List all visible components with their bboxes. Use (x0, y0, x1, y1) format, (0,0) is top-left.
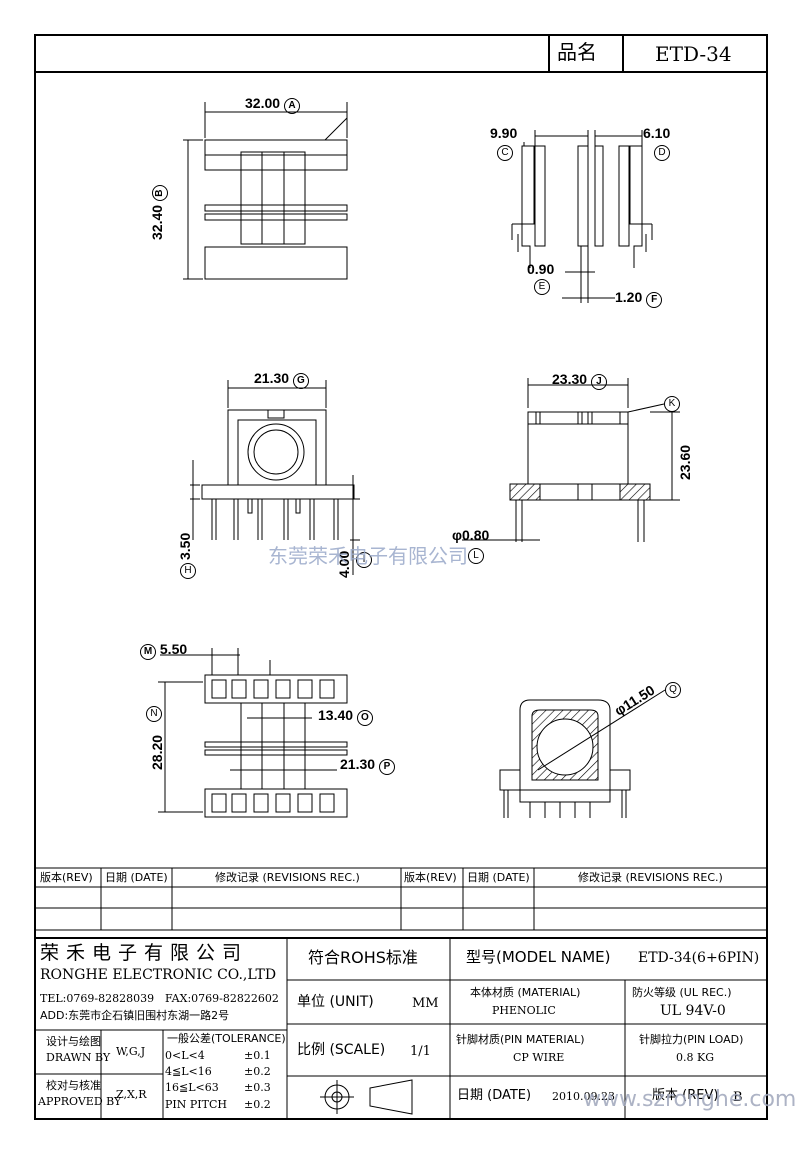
unit-value: MM (412, 996, 439, 1011)
product-name-value: ETD-34 (655, 42, 732, 66)
tolerance-range-4: PIN PITCH (165, 1098, 227, 1111)
material-label: 本体材质 (MATERIAL) (470, 986, 581, 999)
company-name-cn: 荣禾电子有限公司 (40, 942, 249, 964)
tolerance-value-4: ±0.2 (244, 1098, 271, 1111)
tolerance-range-3: 16≦L<63 (165, 1081, 219, 1094)
drawn-by-value: W,G,J (116, 1045, 146, 1058)
dim-p: 21.30 P (340, 757, 395, 775)
tolerance-value-3: ±0.3 (244, 1081, 271, 1094)
tolerance-range-2: 4≦L<16 (165, 1065, 212, 1078)
product-name-label: 品名 (557, 40, 597, 64)
rev-header-rev-2: 版本(REV) (404, 871, 457, 884)
dim-f-marker: F (646, 292, 663, 308)
dim-h: 3.50 (177, 532, 193, 560)
fire-rating-label: 防火等级 (UL REC.) (632, 986, 732, 999)
rohs-compliance: 符合ROHS标准 (308, 948, 418, 967)
approved-by-value: Z,X,R (116, 1088, 147, 1101)
rev-header-rev-1: 版本(REV) (40, 871, 93, 884)
pin-load-label: 针脚拉力(PIN LOAD) (639, 1033, 744, 1046)
unit-label: 单位 (UNIT) (297, 994, 374, 1010)
date-label: 日期 (DATE) (457, 1088, 532, 1103)
dim-e-marker: E (534, 279, 550, 295)
dim-n-marker: N (146, 706, 162, 722)
approved-by-label-en: APPROVED BY (38, 1095, 122, 1108)
dim-b: 32.40 B (149, 185, 168, 240)
dim-j: 23.30 J (552, 372, 607, 390)
model-label: 型号(MODEL NAME) (466, 948, 611, 966)
dim-m: M 5.50 (140, 642, 187, 660)
company-name-en: RONGHE ELECTRONIC CO.,LTD (40, 967, 277, 983)
dim-c-marker: C (497, 145, 513, 161)
revision-value: B (733, 1090, 743, 1105)
watermark-company: 东莞荣禾电子有限公司 (268, 544, 468, 568)
dim-e: 0.90 (527, 261, 555, 277)
rev-header-rec-1: 修改记录 (REVISIONS REC.) (215, 871, 360, 884)
dim-k-marker: K (664, 396, 680, 412)
company-tel: TEL:0769-82828039 (40, 992, 155, 1005)
pin-material-label: 针脚材质(PIN MATERIAL) (456, 1033, 585, 1046)
dim-f: 1.20 F (615, 290, 663, 308)
material-value: PHENOLIC (492, 1004, 556, 1017)
dim-a: 32.00 A (245, 96, 300, 114)
pin-material-value: CP WIRE (513, 1051, 565, 1064)
dim-d-marker: D (654, 145, 670, 161)
scale-value: 1/1 (410, 1044, 431, 1059)
company-fax: FAX:0769-82822602 (165, 992, 279, 1005)
rev-header-date-1: 日期 (DATE) (105, 871, 168, 884)
dim-g-marker: G (292, 373, 309, 389)
tolerance-range-1: 0<L<4 (165, 1049, 205, 1062)
watermark-url: www.szronghe.com (583, 1087, 797, 1112)
dim-i-marker: I (356, 552, 372, 568)
rev-header-date-2: 日期 (DATE) (467, 871, 530, 884)
revision-label: 版本 (REV) (652, 1088, 719, 1103)
drawn-by-label-en: DRAWN BY (46, 1051, 111, 1064)
dim-m-marker: M (140, 644, 156, 660)
drawn-by-label-cn: 设计与绘图 (46, 1035, 101, 1048)
dim-k: 23.60 (677, 444, 693, 480)
rev-header-rec-2: 修改记录 (REVISIONS REC.) (578, 871, 723, 884)
dim-h-marker: H (180, 563, 196, 579)
approved-by-label-cn: 校对与核准 (46, 1079, 101, 1092)
dim-o-marker: O (356, 710, 373, 726)
company-address: ADD:东莞市企石镇旧围村东湖一路2号 (40, 1009, 230, 1022)
tolerance-value-1: ±0.1 (244, 1049, 271, 1062)
dim-d: 6.10 (643, 125, 671, 141)
dim-b-marker: B (152, 185, 168, 202)
dim-n: 28.20 (149, 734, 165, 770)
dim-g: 21.30 G (254, 371, 309, 389)
model-value: ETD-34(6+6PIN) (638, 950, 760, 966)
dim-j-marker: J (590, 374, 607, 390)
date-value: 2010.09.23 (552, 1090, 615, 1103)
dim-l: φ0.80 (452, 527, 490, 543)
dim-c: 9.90 (490, 125, 518, 141)
dim-a-marker: A (283, 98, 300, 114)
tolerance-title: 一般公差(TOLERANCE) (167, 1032, 286, 1045)
dim-o: 13.40 O (318, 708, 373, 726)
pin-load-value: 0.8 KG (676, 1051, 714, 1064)
tolerance-value-2: ±0.2 (244, 1065, 271, 1078)
fire-rating-value: UL 94V-0 (660, 1003, 726, 1019)
scale-label: 比例 (SCALE) (297, 1042, 386, 1058)
dim-p-marker: P (378, 759, 395, 775)
dim-l-marker: L (468, 548, 484, 564)
dim-q-marker: Q (665, 682, 681, 698)
